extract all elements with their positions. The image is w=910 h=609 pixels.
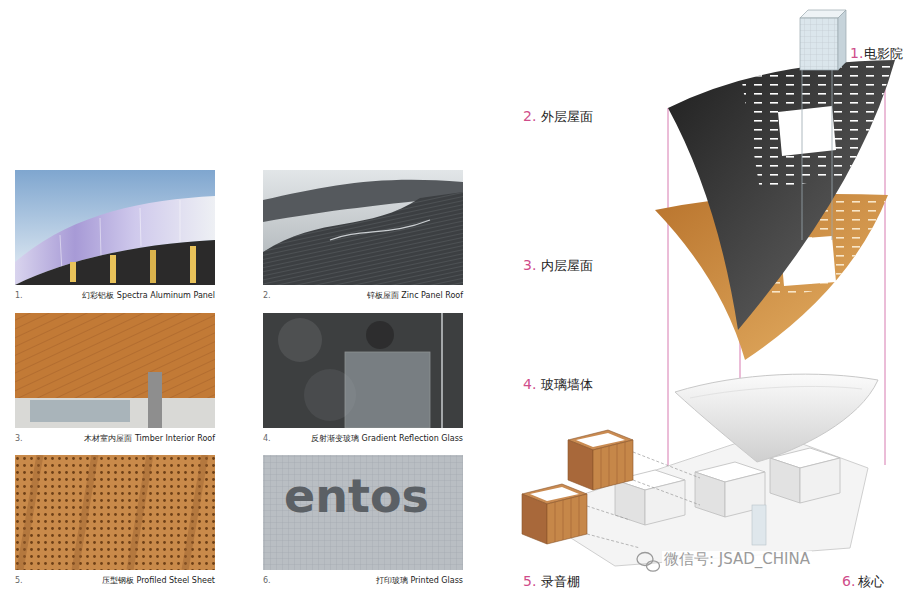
steel-photo: [15, 455, 215, 570]
callout-number: 3.: [523, 257, 536, 273]
zinc-photo: [263, 170, 463, 285]
zinc-photo: [263, 192, 463, 285]
cinema-box: [800, 10, 846, 240]
glass-photo: [366, 321, 394, 349]
part-name: 电影院: [864, 47, 903, 62]
part-name: 录音棚: [541, 575, 580, 590]
timber-photo: [15, 313, 215, 428]
timber-photo: [15, 398, 215, 428]
aluminum-photo: [15, 196, 215, 285]
pink-guide-line: [885, 72, 886, 465]
glass-wall: [690, 386, 862, 398]
zinc-photo: [263, 170, 463, 285]
steel-photo: [20, 455, 205, 570]
printed-glass-photo: [263, 455, 463, 570]
core-plate: [752, 505, 766, 545]
material-tile: 3. 木材室内屋面 Timber Interior Roof: [15, 313, 215, 446]
caption-row: 3. 木材室内屋面 Timber Interior Roof: [15, 434, 215, 444]
callout-number: 1.: [15, 291, 23, 301]
callout-number: 2.: [523, 108, 536, 124]
glass-wall: [675, 374, 878, 462]
cinema-box: [800, 18, 838, 70]
studio-box: [568, 430, 633, 490]
callout-number: 4.: [523, 376, 536, 392]
cinema-box: [838, 10, 846, 70]
callout-number: 2.: [263, 291, 271, 301]
callout-number: 1.: [850, 45, 863, 61]
material-caption: 压型钢板 Profiled Steel Sheet: [102, 576, 215, 586]
material-tile: 5. 压型钢板 Profiled Steel Sheet: [15, 455, 215, 588]
glass-photo: [263, 313, 463, 428]
material-caption: 锌板屋面 Zinc Panel Roof: [367, 291, 463, 301]
part-name: 玻璃墙体: [541, 378, 593, 393]
outer-roof: [668, 55, 895, 330]
caption-row: 6. 打印玻璃 Printed Glass: [263, 576, 463, 586]
callout-number: 3.: [15, 434, 23, 444]
glass-wall: [675, 374, 878, 462]
glass-photo: [278, 318, 322, 362]
cinema-box: [802, 70, 803, 240]
outer-roof: [740, 55, 895, 190]
outer-roof: [778, 106, 836, 156]
printed-word: entos: [284, 470, 429, 523]
pink-guide-line: [668, 108, 669, 520]
zinc-photo: [330, 220, 430, 240]
aluminum-photo: [190, 246, 196, 283]
steel-photo: [15, 455, 215, 570]
caption-row: 5. 压型钢板 Profiled Steel Sheet: [15, 576, 215, 586]
part-name: 核心: [858, 575, 884, 590]
material-caption: 打印玻璃 Printed Glass: [376, 576, 463, 586]
studio-box: [522, 430, 633, 544]
caption-row: 1. 幻彩铝板 Spectra Aluminum Panel: [15, 291, 215, 301]
zinc-photo: [263, 192, 463, 285]
aluminum-photo: [15, 170, 215, 285]
leader-line: [633, 452, 700, 478]
leader-line: [587, 506, 630, 520]
printed-glass-photo: [263, 455, 463, 570]
part-name: 外层屋面: [541, 110, 593, 125]
material-caption: 反射渐变玻璃 Gradient Reflection Glass: [311, 434, 463, 444]
callout-number: 6.: [263, 576, 271, 586]
callout-number: 5.: [523, 573, 536, 589]
glass-photo: [345, 352, 430, 428]
timber-photo: [148, 372, 162, 428]
glass-photo: [263, 313, 463, 428]
wechat-icon: [637, 553, 660, 572]
cinema-box: [800, 18, 838, 70]
leader-line: [587, 534, 640, 548]
material-tile: 1. 幻彩铝板 Spectra Aluminum Panel: [15, 170, 215, 303]
material-tile: 4. 反射渐变玻璃 Gradient Reflection Glass: [263, 313, 463, 446]
material-caption: 幻彩铝板 Spectra Aluminum Panel: [82, 291, 215, 301]
aluminum-photo: [150, 250, 156, 283]
material-tile: 2. 锌板屋面 Zinc Panel Roof: [263, 170, 463, 303]
timber-photo: [15, 313, 215, 428]
aluminum-photo: [15, 240, 215, 285]
wechat-icon: [637, 553, 653, 566]
callout-number: 5.: [15, 576, 23, 586]
timber-photo: [30, 400, 130, 422]
caption-row: 4. 反射渐变玻璃 Gradient Reflection Glass: [263, 434, 463, 444]
material-caption: 木材室内屋面 Timber Interior Roof: [84, 434, 215, 444]
steel-photo: [15, 455, 215, 570]
core-plate: [770, 448, 840, 503]
aluminum-photo: [70, 262, 76, 282]
wechat-icon: [647, 561, 660, 571]
aluminum-photo: [15, 170, 215, 285]
part-name: 内层屋面: [541, 259, 593, 274]
cinema-box: [832, 70, 833, 240]
caption-row: 2. 锌板屋面 Zinc Panel Roof: [263, 291, 463, 301]
studio-box: [522, 484, 587, 544]
watermark: 微信号: JSAD_CHINA: [662, 551, 812, 568]
callout-number: 4.: [263, 434, 271, 444]
leader-line: [633, 480, 700, 505]
timber-photo: [15, 313, 215, 428]
glass-photo: [441, 313, 443, 428]
aluminum-photo: [110, 255, 116, 283]
printed-glass-photo: [263, 455, 463, 570]
callout-number: 6.: [842, 573, 855, 589]
outer-roof: [740, 55, 895, 190]
